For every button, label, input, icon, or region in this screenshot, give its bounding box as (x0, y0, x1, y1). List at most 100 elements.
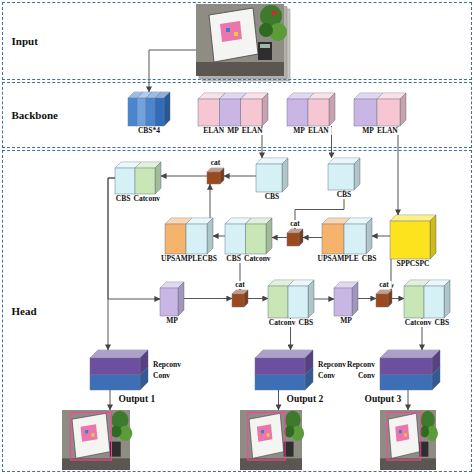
photo-plant (420, 426, 429, 438)
block-front (328, 164, 354, 190)
block-text: Output 2 (287, 394, 324, 405)
layer-block: RepconvConv (380, 350, 440, 390)
block-side (366, 218, 372, 254)
block-text: Conv (318, 371, 346, 381)
block-side (140, 350, 148, 375)
layer-block: SPPCSPC (390, 215, 436, 259)
layer-block: CBSCatconv (115, 162, 161, 194)
block-text: Output 1 (119, 394, 156, 405)
photo-detail (404, 433, 407, 436)
layer-block: cat (232, 290, 248, 307)
block-text: cat (290, 220, 300, 228)
block-front (354, 99, 377, 126)
block-side (388, 290, 392, 307)
block-top (390, 215, 436, 221)
block-front (90, 358, 140, 375)
block-graphic (115, 162, 161, 194)
block-label: UPSAMPLECBS (159, 255, 220, 263)
photo-poster (220, 21, 242, 42)
block-top (380, 350, 440, 358)
block-side-shade (262, 93, 268, 126)
block-side-shade (164, 92, 170, 126)
block-front (287, 99, 308, 126)
block-label: cat (288, 220, 303, 228)
layer-block: MPELAN (354, 93, 406, 126)
photo-detail (234, 32, 238, 36)
block-front (207, 172, 220, 184)
block-text: CBS (337, 191, 352, 199)
block-side (220, 168, 224, 184)
block-label: MPELAN (291, 127, 332, 135)
block-graphic (240, 410, 302, 470)
photo-poster (395, 424, 409, 441)
block-front (308, 99, 329, 126)
layer-block: UPSAMPLECBS (165, 218, 213, 254)
block-label: MP (164, 317, 181, 325)
photo-detail (399, 430, 402, 433)
connector (110, 390, 111, 410)
block-side-shade (430, 215, 436, 259)
block-front (390, 221, 430, 259)
block-graphic (255, 350, 313, 390)
block-side (400, 93, 406, 126)
block-side (207, 218, 213, 254)
block-label: CBS*4 (135, 127, 162, 135)
block-text: Repconv (347, 360, 375, 370)
photo-plant (284, 426, 294, 438)
section-band: HeadCBSCatconvcatCBSCBSUPSAMPLECBSCBSCat… (2, 150, 472, 472)
block-text: CBS (226, 255, 241, 263)
block-side (444, 280, 450, 318)
block-graphic (160, 282, 184, 316)
layer-block: CBS (328, 158, 360, 190)
photo-detail (260, 44, 270, 48)
section-title: Input (12, 35, 38, 47)
block-text: MP (166, 317, 178, 325)
photo-desk (196, 62, 284, 76)
photo-background (62, 410, 130, 470)
block-side-shade (366, 218, 372, 254)
block-graphic (90, 350, 148, 390)
block-front (268, 286, 288, 318)
block-label: RepconvConv (152, 359, 182, 382)
block-label: CBS (262, 193, 282, 201)
block-front (241, 99, 262, 126)
connector (210, 184, 211, 218)
block-front (186, 224, 207, 254)
layer-block: MP (334, 282, 358, 316)
photo-board (72, 413, 110, 458)
block-front (255, 358, 305, 375)
block-side-shade (329, 93, 335, 126)
block-side (244, 290, 248, 307)
block-side-shade (178, 282, 184, 316)
layer-block: ELANMPELAN (198, 93, 268, 126)
block-front (232, 294, 244, 307)
block-text: MP (227, 127, 239, 135)
detection-box (248, 412, 285, 459)
block-text: Catconv (133, 195, 160, 203)
block-top-shade (90, 350, 148, 358)
photo-board (388, 413, 419, 458)
connector (161, 176, 207, 177)
photo-background (380, 410, 436, 470)
output-photo (240, 410, 304, 470)
block-text: CBS (265, 193, 280, 201)
layer-block: CBSCatconv (225, 218, 272, 254)
block-top-shade (380, 350, 440, 358)
block-label: Output 3 (362, 394, 404, 405)
layer-block: cat (287, 229, 303, 246)
block-front (137, 98, 146, 126)
block-side (352, 282, 358, 316)
connector (392, 298, 404, 299)
block-text: Repconv (318, 360, 346, 370)
block-front (404, 286, 424, 318)
block-label: UPSAMPLECBS (315, 255, 379, 263)
output-photo (62, 410, 132, 470)
block-graphic (380, 350, 440, 390)
input-photo (196, 4, 290, 81)
block-graphic (225, 218, 272, 254)
section-band: Input (2, 2, 472, 80)
block-side-shade (444, 280, 450, 318)
block-front (287, 233, 299, 246)
block-text: Conv (347, 371, 375, 381)
block-side-shade (220, 168, 224, 184)
